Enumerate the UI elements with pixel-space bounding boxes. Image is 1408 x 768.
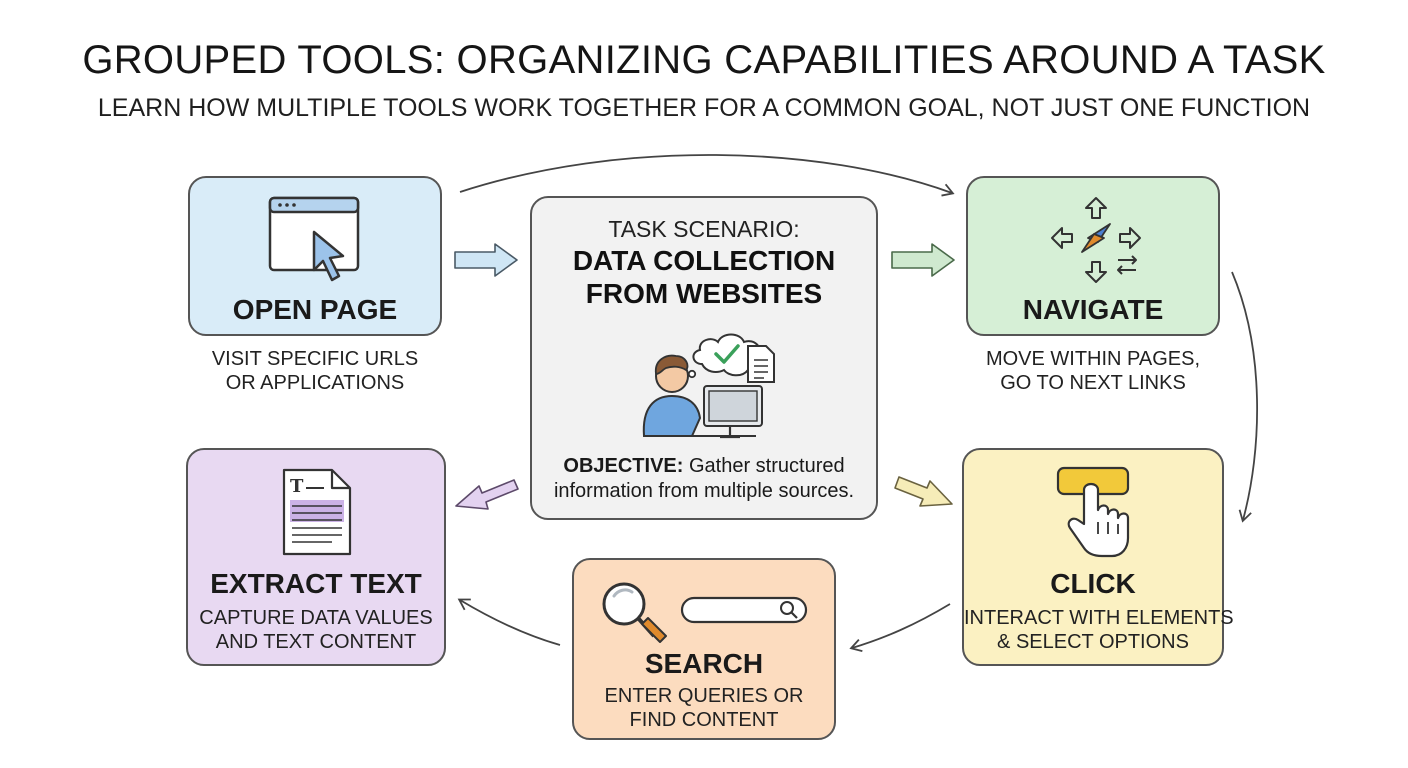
click-desc-line1: INTERACT WITH ELEMENTS <box>964 607 1234 629</box>
extract-text-label: EXTRACT TEXT <box>210 568 422 599</box>
document-text-icon: T <box>282 468 352 556</box>
arc-arrow-click-to-search <box>849 603 951 653</box>
open-page-desc-line1: VISIT SPECIFIC URLS <box>211 348 419 370</box>
tool-box-navigate: NAVIGATE <box>966 176 1220 336</box>
person-at-computer-icon <box>642 333 775 439</box>
block-arrow-center-to-click <box>894 476 953 507</box>
extract-text-desc-line1: CAPTURE DATA VALUES <box>199 607 433 629</box>
page-title: GROUPED TOOLS: ORGANIZING CAPABILITIES A… <box>82 38 1326 82</box>
open-page-desc-line2: OR APPLICATIONS <box>225 372 405 394</box>
svg-text:T: T <box>290 476 304 497</box>
tool-box-open-page: OPEN PAGE <box>188 176 442 336</box>
page-subtitle: LEARN HOW MULTIPLE TOOLS WORK TOGETHER F… <box>97 94 1311 122</box>
browser-cursor-icon <box>268 196 360 282</box>
objective-label: OBJECTIVE: <box>563 455 684 477</box>
objective-line2: information from multiple sources. <box>553 480 855 502</box>
search-label: SEARCH <box>644 648 764 679</box>
compass-arrows-icon <box>1051 197 1141 283</box>
navigate-label: NAVIGATE <box>1022 294 1164 325</box>
navigate-description: MOVE WITHIN PAGES, GO TO NEXT LINKS <box>966 347 1220 395</box>
magnifier-search-bar-icon <box>602 582 808 643</box>
task-scenario-title-line1: DATA COLLECTION <box>572 245 836 276</box>
extract-text-description: CAPTURE DATA VALUES AND TEXT CONTENT <box>188 606 444 654</box>
pointer-click-icon <box>1056 466 1130 558</box>
extract-text-desc-line2: AND TEXT CONTENT <box>215 631 417 653</box>
task-scenario-pretitle: TASK SCENARIO: <box>608 216 800 242</box>
click-description: INTERACT WITH ELEMENTS & SELECT OPTIONS <box>964 606 1234 654</box>
objective-line1: OBJECTIVE: Gather structured <box>532 454 876 479</box>
arc-arrow-navigate-to-click <box>1231 271 1259 523</box>
navigate-desc-line1: MOVE WITHIN PAGES, <box>985 348 1201 370</box>
block-arrow-center-to-navigate <box>891 243 955 277</box>
objective-text: OBJECTIVE: Gather structured information… <box>532 454 876 504</box>
arc-arrow-open-to-navigate <box>459 154 955 197</box>
click-desc-line2: & SELECT OPTIONS <box>997 631 1189 653</box>
task-scenario-title: DATA COLLECTION FROM WEBSITES <box>532 244 876 310</box>
tool-box-click: CLICK INTERACT WITH ELEMENTS & SELECT OP… <box>962 448 1234 666</box>
open-page-label: OPEN PAGE <box>232 294 398 325</box>
block-arrow-center-to-extract <box>455 479 519 510</box>
task-scenario-title-line2: FROM WEBSITES <box>585 278 823 309</box>
search-desc-line1: ENTER QUERIES OR <box>604 685 804 707</box>
arc-arrow-search-to-extract <box>457 598 561 646</box>
task-scenario-box: TASK SCENARIO: DATA COLLECTION FROM WEBS… <box>530 196 878 520</box>
tool-box-search: SEARCH ENTER QUERIES OR FIND CONTENT <box>572 558 836 740</box>
block-arrow-open-to-center <box>454 243 518 277</box>
tool-box-extract-text: T EXTRACT TEXT CAPTURE DATA VALUES AND T… <box>186 448 446 666</box>
search-desc-line2: FIND CONTENT <box>629 709 779 731</box>
open-page-description: VISIT SPECIFIC URLS OR APPLICATIONS <box>188 347 442 395</box>
click-label: CLICK <box>1050 568 1136 599</box>
objective-line1-text: Gather structured <box>688 455 845 477</box>
search-description: ENTER QUERIES OR FIND CONTENT <box>574 684 834 732</box>
navigate-desc-line2: GO TO NEXT LINKS <box>1000 372 1186 394</box>
